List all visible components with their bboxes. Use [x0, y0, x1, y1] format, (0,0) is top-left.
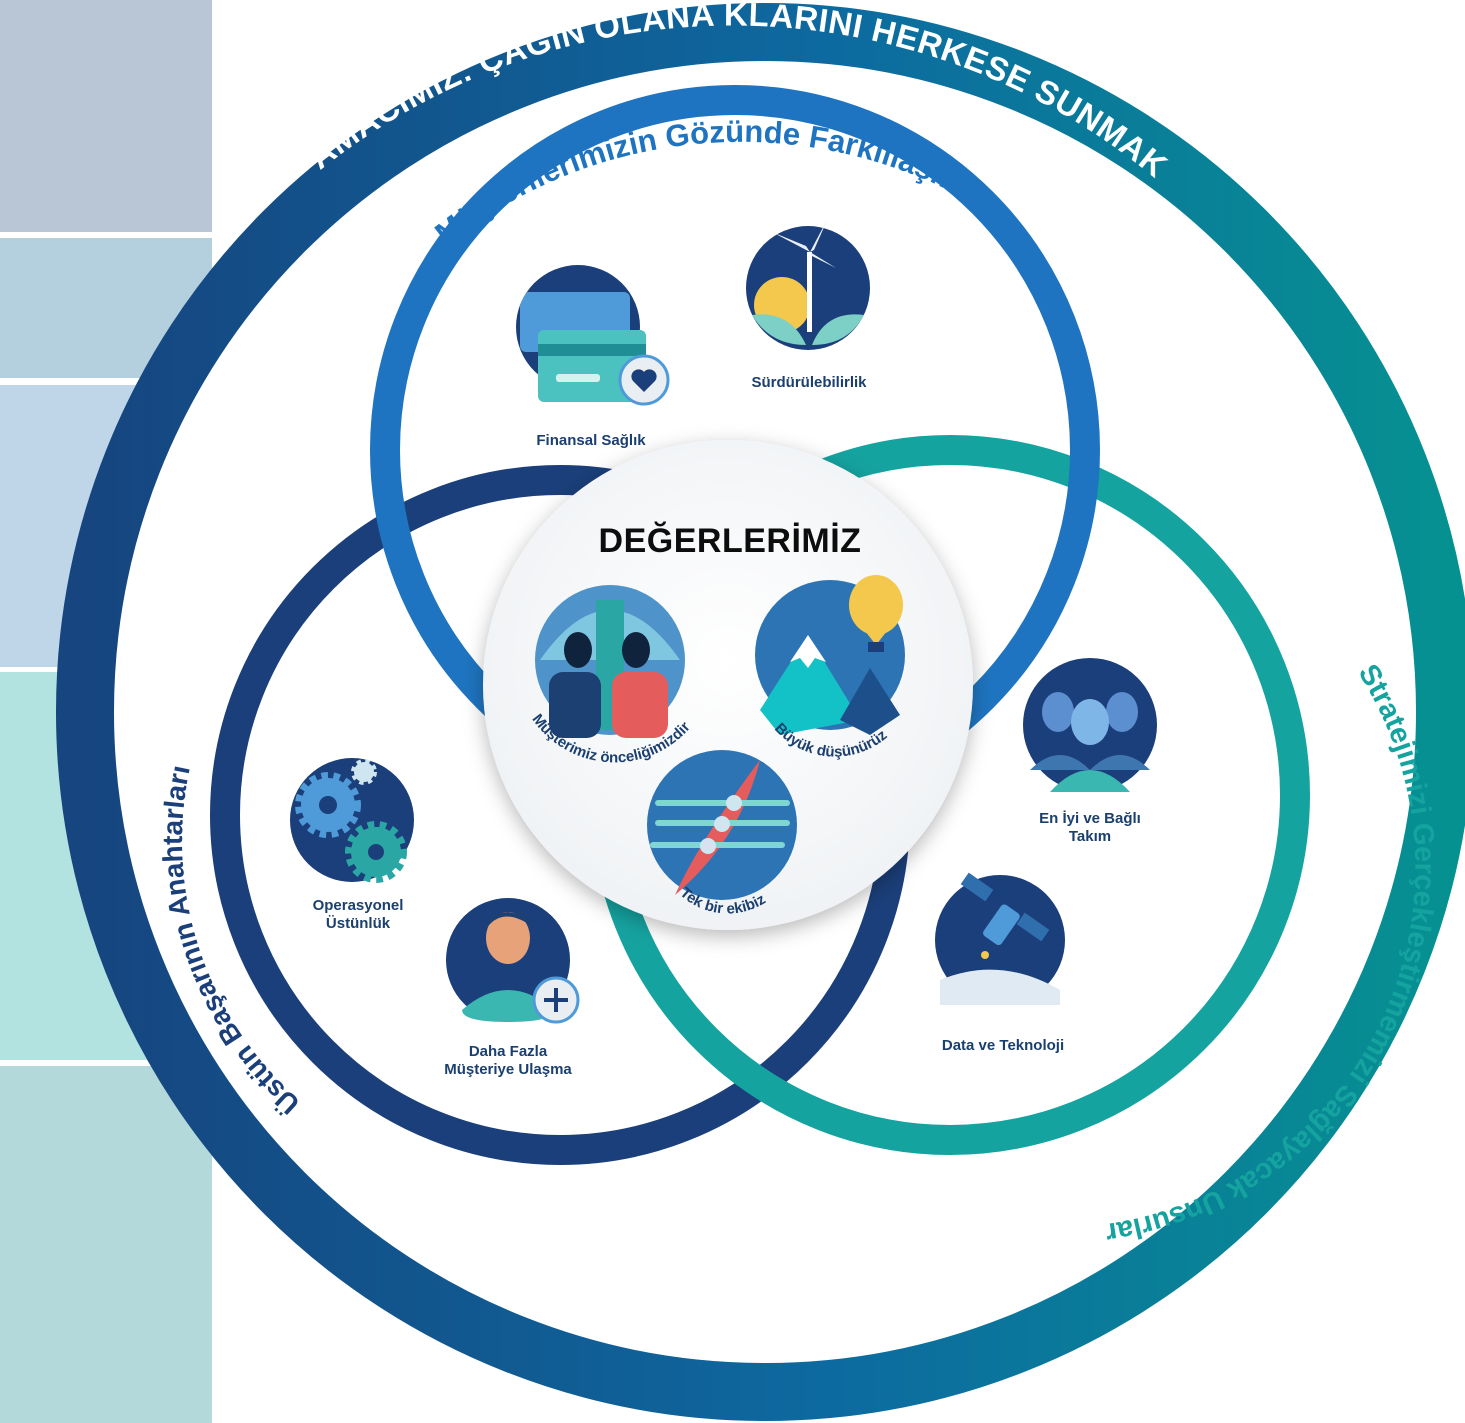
item-label-operational-line1: Operasyonel — [312, 897, 404, 914]
item-label-best-team: En İyi ve Bağlı Takım — [1000, 810, 1180, 846]
values-title: DEĞERLERİMİZ — [598, 522, 862, 560]
team-icon — [1023, 658, 1157, 792]
item-label-operational-line2: Üstünlük — [325, 915, 391, 932]
person-plus-icon — [446, 898, 580, 1024]
item-label-data-technology: Data ve Teknoloji — [941, 1037, 1065, 1054]
rowing-boat-icon — [647, 750, 797, 900]
background-band-5 — [0, 1066, 212, 1423]
satellite-icon — [935, 872, 1065, 1005]
item-label-reach-line1: Daha Fazla — [468, 1043, 548, 1060]
background-band-1 — [0, 0, 212, 232]
item-label-reach-line2: Müşteriye Ulaşma — [444, 1061, 572, 1078]
credit-card-heart-icon — [516, 265, 670, 406]
item-label-financial-health: Finansal Sağlık — [536, 432, 646, 449]
gears-icon — [290, 758, 414, 883]
item-label-reach-customers: Daha Fazla Müşteriye Ulaşma — [418, 1043, 598, 1079]
wind-turbine-icon — [746, 218, 870, 350]
mountain-lightbulb-icon — [755, 575, 905, 735]
people-icon — [535, 585, 685, 738]
values-circle — [483, 440, 973, 930]
item-label-sustainability: Sürdürülebilirlik — [751, 374, 867, 391]
item-label-team-line2: Takım — [1068, 828, 1112, 845]
item-label-team-line1: En İyi ve Bağlı — [1039, 810, 1141, 827]
item-label-operational-excellence: Operasyonel Üstünlük — [268, 897, 448, 933]
